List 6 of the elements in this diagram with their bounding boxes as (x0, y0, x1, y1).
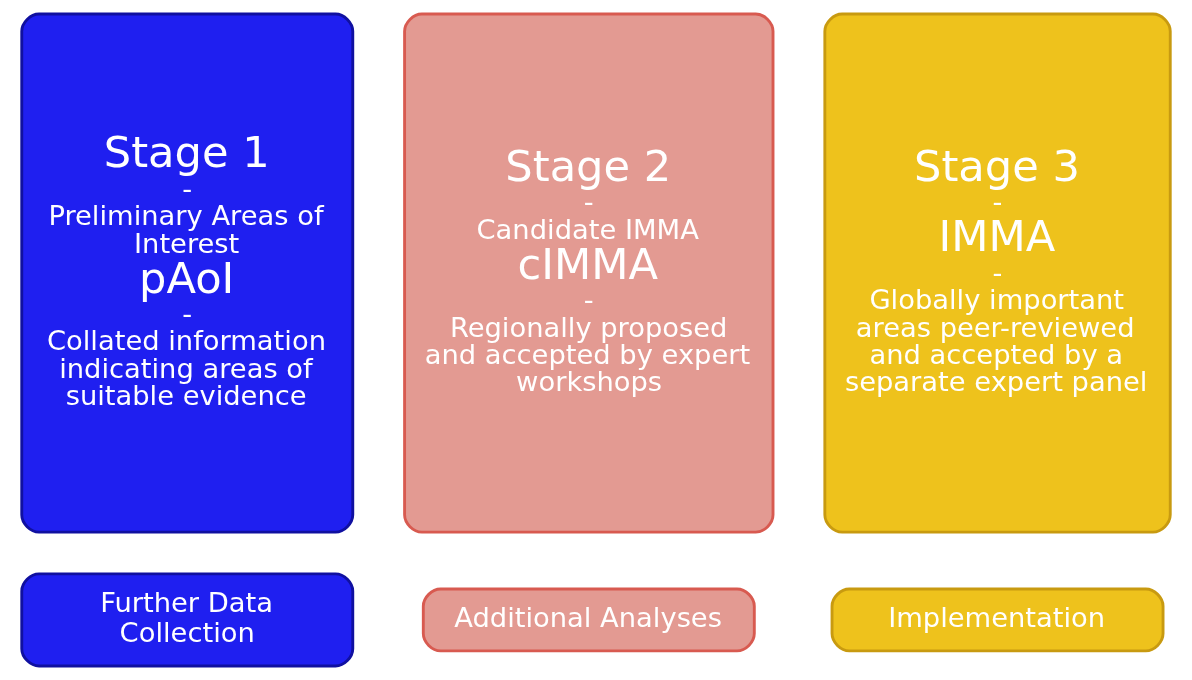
node-box: Additional Analyses (421, 587, 756, 653)
node-box: Implementation (830, 587, 1165, 653)
node-box: Further Data Collection (20, 572, 355, 668)
node-box: Stage 3 - IMMA - Globally important areas peer-reviewed and accepted by a separate expert panel (823, 12, 1172, 534)
node-box: Stage 1 - Preliminary Areas of Interest pAoI - Collated information indicating areas of suitable evidence (20, 12, 355, 534)
node-box: Stage 2 - Candidate IMMA cIMMA - Regionally proposed and accepted by expert workshops (403, 12, 775, 534)
